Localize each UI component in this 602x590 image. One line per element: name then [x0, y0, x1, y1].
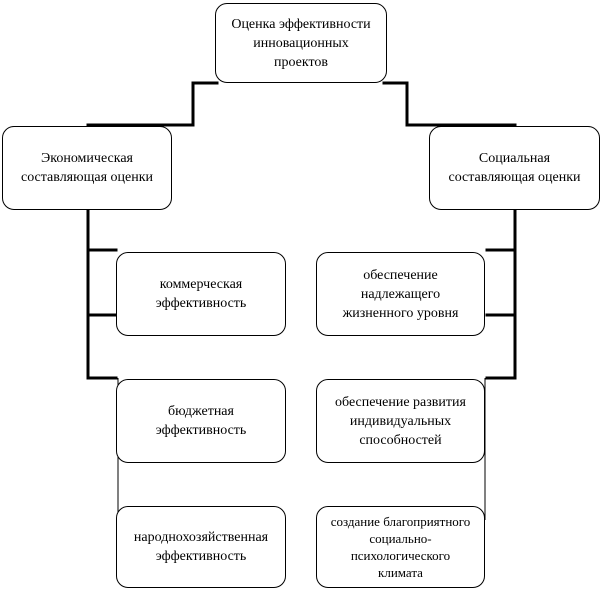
- social-child-abilities-label: обеспечение развития индивидуальных спос…: [335, 394, 466, 448]
- social-child-climate: создание благоприятного социально- психо…: [316, 506, 485, 588]
- social-child-living-standard-label: обеспечение надлежащего жизненного уровн…: [342, 267, 459, 321]
- economic-child-national: народнохозяйственная эффективность: [116, 506, 286, 588]
- social-node-label: Социальная составляющая оценки: [448, 151, 581, 185]
- root-to-social-connector: [382, 81, 517, 127]
- economic-child-budget-label: бюджетная эффективность: [155, 404, 247, 438]
- economic-child-national-label: народнохозяйственная эффективность: [133, 530, 269, 564]
- root-to-economic-connector: [86, 81, 219, 127]
- root-node: Оценка эффективности инновационных проек…: [215, 3, 387, 83]
- economic-child-budget: бюджетная эффективность: [116, 379, 286, 463]
- social-child-climate-label: создание благоприятного социально- психо…: [330, 514, 471, 580]
- economic-node-label: Экономическая составляющая оценки: [20, 151, 153, 185]
- social-node: Социальная составляющая оценки: [429, 126, 600, 210]
- social-child-abilities: обеспечение развития индивидуальных спос…: [316, 379, 485, 463]
- economic-child-commercial: коммерческая эффективность: [116, 252, 286, 336]
- economic-child-commercial-label: коммерческая эффективность: [155, 277, 247, 311]
- root-node-label: Оценка эффективности инновационных проек…: [231, 16, 371, 70]
- social-child-living-standard: обеспечение надлежащего жизненного уровн…: [316, 252, 485, 336]
- economic-node: Экономическая составляющая оценки: [2, 126, 172, 210]
